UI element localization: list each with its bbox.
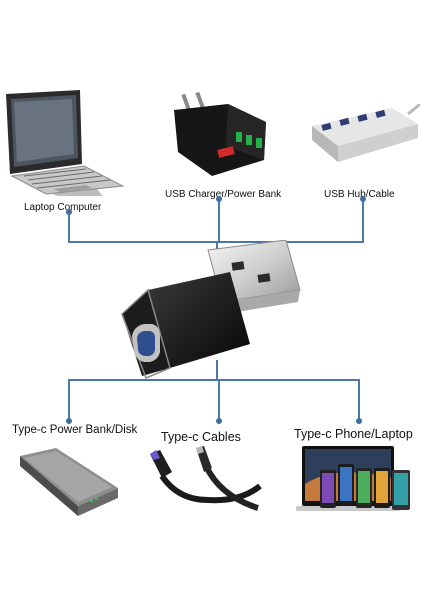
usb-hub-icon [308, 104, 420, 166]
power-bank-icon [18, 448, 122, 518]
connector-line [68, 213, 70, 242]
bottom-label-power-bank: Type-c Power Bank/Disk [12, 424, 138, 436]
laptop-icon [2, 88, 126, 196]
top-label-charger: USB Charger/Power Bank [165, 189, 282, 200]
top-label-hub: USB Hub/Cable [324, 189, 395, 200]
connector-dot [360, 196, 366, 202]
bottom-label-phone-laptop: Type-c Phone/Laptop [294, 427, 413, 441]
connector-line [362, 200, 364, 242]
connector-dot [356, 418, 362, 424]
connector-line [68, 379, 70, 421]
bottom-label-cables: Type-c Cables [161, 430, 241, 444]
connector-dot [66, 418, 72, 424]
connector-line [218, 379, 220, 421]
usb-charger-icon [166, 92, 272, 178]
connector-line [68, 379, 360, 381]
connector-dot [66, 209, 72, 215]
connector-line [358, 379, 360, 421]
phone-laptop-icon [296, 444, 420, 516]
connector-dot [216, 196, 222, 202]
connector-line [218, 200, 220, 242]
top-label-laptop: Laptop Computer [24, 202, 102, 213]
connector-line [216, 360, 218, 380]
usb-c-cable-icon [148, 446, 266, 512]
usb-a-to-usb-c-adapter-icon [118, 240, 310, 380]
connector-dot [216, 418, 222, 424]
